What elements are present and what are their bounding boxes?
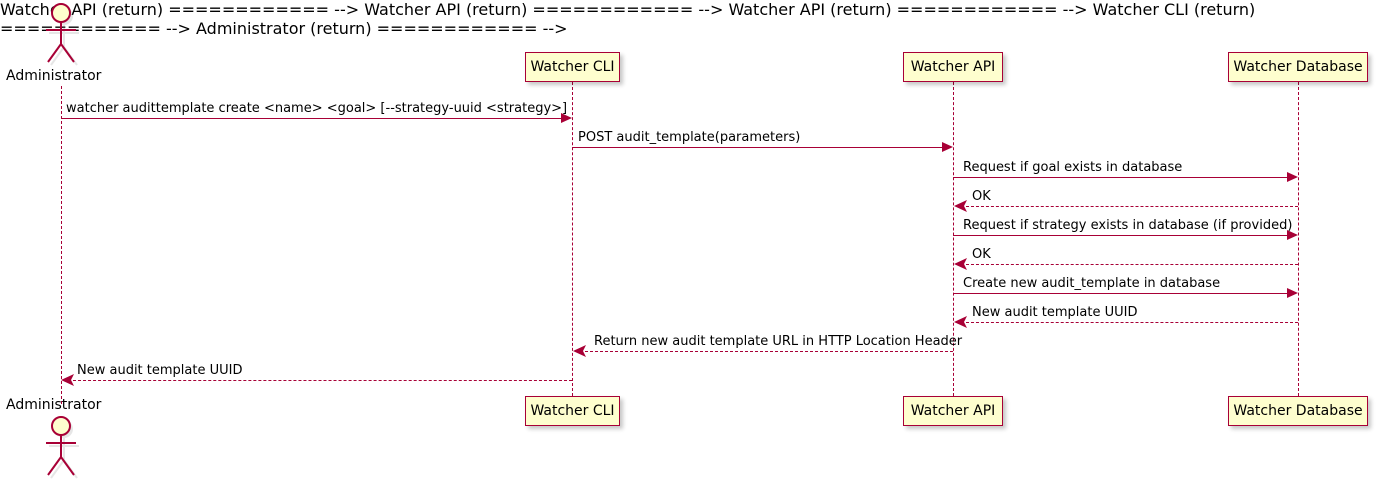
participant-label-watcher-database-top: Watcher Database — [1233, 59, 1363, 75]
message-label-5: Request if strategy exists in database (… — [963, 218, 1293, 233]
lifeline-watcher-database — [1298, 82, 1299, 396]
participant-box-watcher-database-top[interactable]: Watcher Database — [1228, 52, 1368, 82]
arrow-head-9 — [573, 345, 586, 357]
participant-box-watcher-database-bottom[interactable]: Watcher Database — [1228, 396, 1368, 426]
message-label-3: Request if goal exists in database — [963, 160, 1183, 175]
arrow-head-5 — [1287, 230, 1298, 240]
participant-label-administrator-bottom: Administrator — [6, 397, 102, 413]
message-line-6 — [966, 264, 1298, 265]
participant-label-watcher-cli-bottom: Watcher CLI — [530, 403, 615, 419]
message-label-2: POST audit_template(parameters) — [578, 130, 801, 145]
arrow-head-2 — [942, 142, 953, 152]
participant-box-watcher-cli-bottom[interactable]: Watcher CLI — [525, 396, 620, 426]
message-label-9: Return new audit template URL in HTTP Lo… — [594, 334, 963, 349]
participant-label-watcher-cli-top: Watcher CLI — [530, 59, 615, 75]
arrow-head-4 — [954, 200, 967, 212]
arrow-head-10 — [61, 374, 74, 386]
lifeline-watcher-api — [953, 82, 954, 396]
participant-box-watcher-api-bottom[interactable]: Watcher API — [903, 396, 1003, 426]
message-line-7 — [953, 293, 1287, 294]
actor-administrator-bottom — [36, 415, 88, 479]
arrow-head-7 — [1287, 288, 1298, 298]
actor-administrator-top — [36, 2, 88, 66]
message-line-8 — [966, 322, 1298, 323]
message-line-4 — [966, 206, 1298, 207]
arrow-head-1 — [561, 113, 572, 123]
arrow-head-8 — [954, 316, 967, 328]
message-line-9 — [585, 351, 953, 352]
message-label-6: OK — [972, 247, 991, 262]
participant-box-watcher-api-top[interactable]: Watcher API — [903, 52, 1003, 82]
message-label-8: New audit template UUID — [972, 305, 1138, 320]
participant-box-watcher-cli-top[interactable]: Watcher CLI — [525, 52, 620, 82]
message-label-4: OK — [972, 189, 991, 204]
arrow-head-3 — [1287, 172, 1298, 182]
message-label-1: watcher audittemplate create <name> <goa… — [66, 101, 568, 116]
lifeline-administrator — [61, 86, 62, 404]
message-line-1 — [61, 118, 561, 119]
participant-label-watcher-database-bottom: Watcher Database — [1233, 403, 1363, 419]
message-line-5 — [953, 235, 1287, 236]
lifeline-watcher-cli — [572, 82, 573, 396]
message-label-10: New audit template UUID — [77, 363, 243, 378]
message-line-10 — [73, 380, 572, 381]
message-line-3 — [953, 177, 1287, 178]
arrow-head-6 — [954, 258, 967, 270]
participant-label-administrator-top: Administrator — [6, 68, 102, 84]
message-line-2 — [572, 147, 942, 148]
participant-label-watcher-api-top: Watcher API — [910, 59, 996, 75]
participant-label-watcher-api-bottom: Watcher API — [910, 403, 996, 419]
message-label-7: Create new audit_template in database — [963, 276, 1221, 291]
